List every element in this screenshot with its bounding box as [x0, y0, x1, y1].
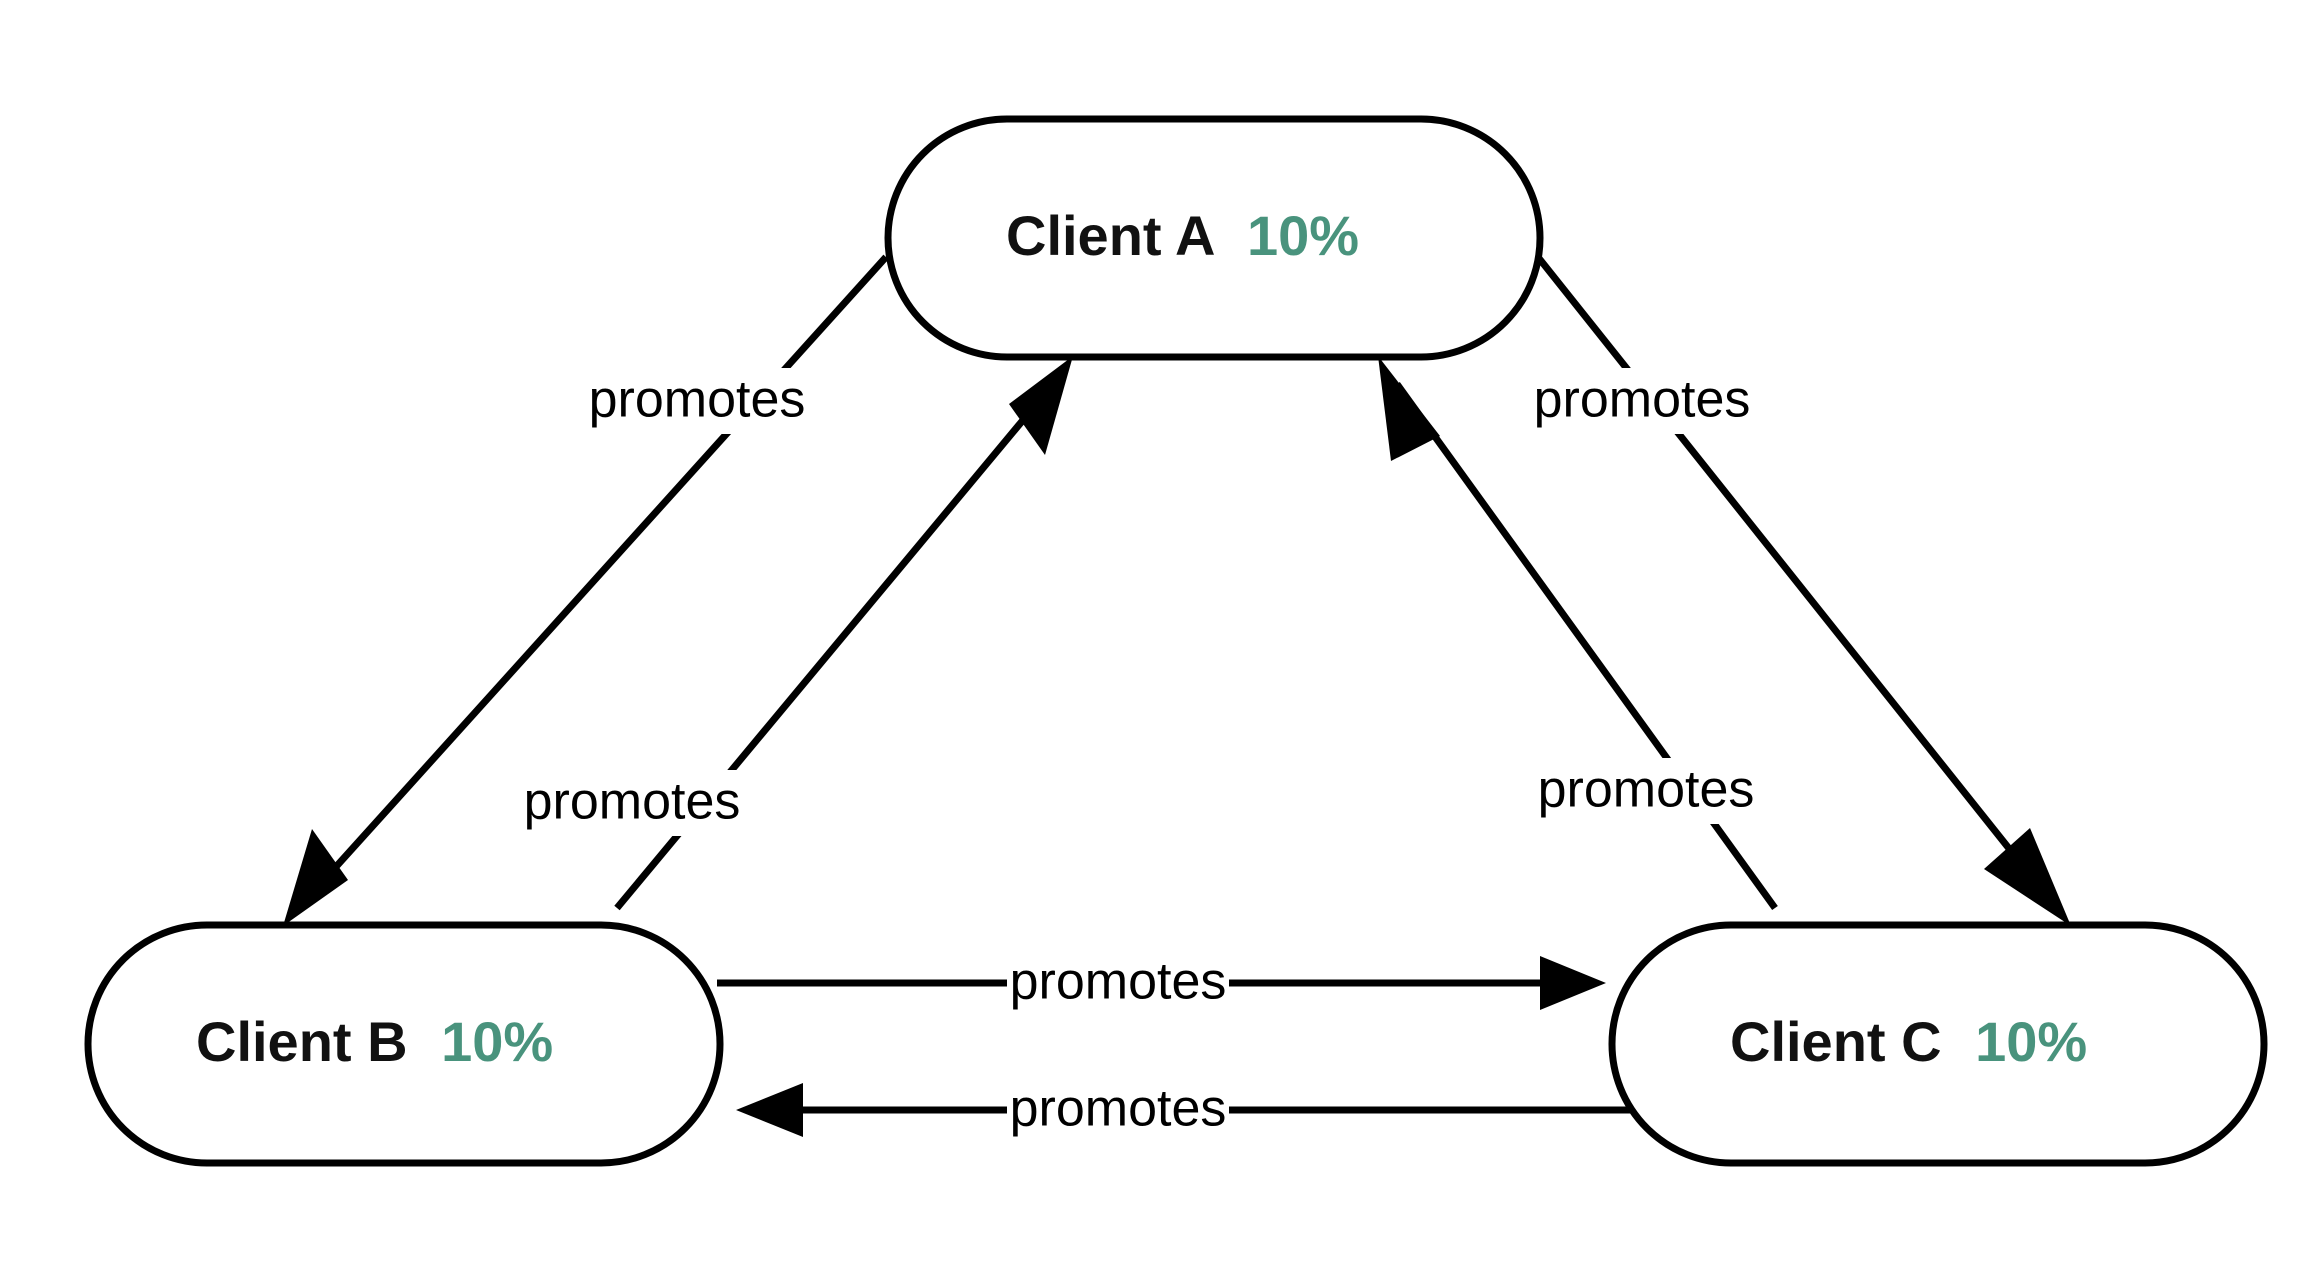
edge-c-to-a-line — [1394, 381, 1778, 911]
edge-c-to-b-label: promotes — [1010, 1080, 1227, 1138]
node-client-a[interactable]: Client A 10% — [884, 115, 1544, 361]
edge-a-to-c[interactable]: promotes — [1531, 254, 2071, 926]
node-client-a-shape — [884, 115, 1544, 361]
edge-c-to-a-label: promotes — [1538, 761, 1755, 819]
edge-a-to-b-label-bg — [586, 368, 808, 434]
edge-b-to-a-arrowhead — [1009, 356, 1073, 455]
node-client-b[interactable]: Client B 10% — [84, 921, 724, 1167]
node-client-b-percent: 10% — [441, 1010, 553, 1073]
node-client-c-name: Client C — [1730, 1010, 1942, 1073]
edge-b-to-c[interactable]: promotes — [717, 950, 1606, 1016]
edge-a-to-b[interactable]: promotes — [283, 254, 889, 926]
node-client-c-text: Client C 10% — [1730, 1010, 2087, 1073]
edge-a-to-b-arrowhead — [283, 829, 348, 926]
edge-a-to-c-arrowhead — [1984, 828, 2071, 926]
edge-b-to-c-label: promotes — [1010, 953, 1227, 1011]
edge-a-to-c-label: promotes — [1534, 371, 1751, 429]
node-client-a-text: Client A 10% — [1006, 204, 1359, 267]
edge-c-to-a[interactable]: promotes — [1378, 356, 1778, 911]
node-client-c[interactable]: Client C 10% — [1608, 921, 2268, 1167]
node-client-a-percent: 10% — [1247, 204, 1359, 267]
edge-a-to-c-line — [1535, 254, 2053, 903]
edge-a-to-b-label: promotes — [589, 371, 806, 429]
edge-b-to-a-label: promotes — [524, 773, 741, 831]
edge-b-to-a[interactable]: promotes — [521, 356, 1073, 911]
edge-a-to-c-label-bg — [1531, 368, 1753, 434]
node-client-c-percent: 10% — [1975, 1010, 2087, 1073]
node-client-b-text: Client B 10% — [196, 1010, 553, 1073]
edge-c-to-b[interactable]: promotes — [736, 1077, 1636, 1143]
edge-a-to-b-line — [303, 254, 889, 903]
edge-c-to-b-arrowhead — [736, 1083, 803, 1137]
node-client-b-shape — [84, 921, 724, 1167]
edge-c-to-b-label-bg — [1007, 1077, 1229, 1143]
edge-b-to-c-arrowhead — [1540, 956, 1606, 1010]
edge-c-to-a-label-bg — [1535, 758, 1757, 824]
node-client-a-name: Client A — [1006, 204, 1214, 267]
node-client-b-name: Client B — [196, 1010, 408, 1073]
edge-b-to-c-label-bg — [1007, 950, 1229, 1016]
edge-b-to-a-label-bg — [521, 770, 743, 836]
node-client-c-shape — [1608, 921, 2268, 1167]
edge-c-to-a-arrowhead — [1378, 356, 1440, 461]
